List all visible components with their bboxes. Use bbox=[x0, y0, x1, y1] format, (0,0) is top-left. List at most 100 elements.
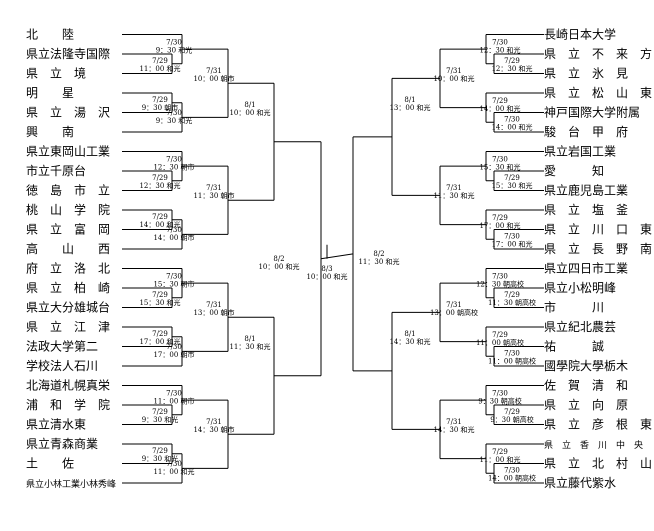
left-r1-time: 11：00 和光 bbox=[139, 64, 180, 73]
right-r1-date: 7/29 bbox=[504, 408, 520, 416]
left-r1-time: 9：30 和光 bbox=[142, 415, 179, 424]
left-r1-time: 9：30 朝市 bbox=[142, 103, 179, 112]
right-team-name: 県 立 塩 釜 bbox=[544, 202, 628, 217]
right-team-name: 県 立 彦 根 東 bbox=[544, 417, 652, 432]
right-r1-time: 11：30 朝高校 bbox=[488, 298, 536, 307]
left-team-name: 県 立 江 津 bbox=[26, 319, 110, 334]
left-team-name: 県 立 富 岡 bbox=[26, 222, 110, 237]
left-team-name: 府 立 洛 北 bbox=[26, 261, 110, 276]
right-r3-time: 14：30 和光 bbox=[389, 337, 430, 346]
left-r2-time: 13：00 朝市 bbox=[193, 308, 234, 317]
right-r1-time: 15：30 和光 bbox=[491, 181, 532, 190]
right-r1-date: 7/29 bbox=[492, 331, 508, 339]
right-team-name: 県 立 不 来 方 bbox=[544, 46, 652, 61]
left-r2-time: 10：00 朝市 bbox=[193, 74, 234, 83]
right-team-name: 県立四日市工業 bbox=[544, 261, 628, 276]
right-team-name: 愛 知 bbox=[544, 164, 604, 178]
left-team-name: 県立法隆寺国際 bbox=[26, 46, 110, 61]
left-r3-date: 8/1 bbox=[244, 335, 255, 343]
left-r1-date: 7/29 bbox=[152, 57, 168, 65]
left-r2-date: 7/31 bbox=[206, 418, 222, 426]
right-team-name: 祐 誠 bbox=[544, 340, 604, 354]
right-r2-date: 7/31 bbox=[446, 301, 462, 309]
right-team-name: 県立岩国工業 bbox=[544, 144, 616, 159]
left-team-name: 高 山 西 bbox=[26, 241, 110, 256]
left-r1-time: 15：30 朝市 bbox=[153, 280, 194, 289]
left-r1-date: 7/29 bbox=[152, 174, 168, 182]
left-team-name: 県立大分雄城台 bbox=[26, 300, 110, 315]
right-r1-time: 14：00 和光 bbox=[479, 104, 520, 113]
right-r2-time: 10：00 和光 bbox=[433, 74, 474, 83]
left-team-name: 市立千原台 bbox=[26, 163, 86, 178]
left-r2-date: 7/31 bbox=[206, 67, 222, 75]
right-r3-time: 13：00 和光 bbox=[389, 103, 430, 112]
right-r1-time: 11：00 和光 bbox=[479, 455, 520, 464]
left-r1-date: 7/30 bbox=[166, 343, 182, 351]
final-time: 10：00 和光 bbox=[306, 272, 347, 281]
right-team-name: 県立藤代紫水 bbox=[544, 475, 616, 490]
right-team-name: 県 立 川 口 東 bbox=[544, 222, 652, 237]
right-team-name: 駿 台 甲 府 bbox=[544, 124, 628, 139]
right-r1-time: 12：30 和光 bbox=[491, 64, 532, 73]
right-r1-date: 7/30 bbox=[504, 233, 520, 241]
right-r1-time: 11：00 朝高校 bbox=[488, 357, 536, 366]
left-team-name: 県 立 境 bbox=[26, 66, 86, 81]
right-r1-date: 7/29 bbox=[504, 291, 520, 299]
left-team-name: 県立清水東 bbox=[26, 417, 86, 432]
left-r2-date: 7/31 bbox=[206, 301, 222, 309]
left-r1-time: 17：00 朝市 bbox=[153, 350, 194, 359]
right-team-name: 県 立 長 野 南 bbox=[544, 241, 652, 256]
right-team-name: 長崎日本大学 bbox=[544, 27, 616, 42]
right-team-name: 佐 賀 清 和 bbox=[544, 379, 628, 393]
left-r2-time: 11：30 朝市 bbox=[193, 191, 234, 200]
left-r1-date: 7/29 bbox=[152, 447, 168, 455]
left-team-name: 北 陸 bbox=[26, 28, 74, 42]
left-team-name: 県立青森商業 bbox=[26, 436, 98, 451]
final-line bbox=[320, 253, 354, 260]
left-team-name: 北海道札幌真栄 bbox=[26, 378, 110, 393]
left-team-name: 浦 和 学 院 bbox=[26, 397, 110, 412]
left-sf-time: 10：00 和光 bbox=[258, 262, 299, 271]
right-r1-time: 15：30 和光 bbox=[479, 163, 520, 172]
left-team-name: 県立小林工業小林秀峰 bbox=[26, 478, 116, 490]
right-r1-time: 12：30 朝高校 bbox=[476, 280, 524, 289]
left-r1-time: 11：00 朝市 bbox=[153, 397, 194, 406]
left-team-name: 法政大学第二 bbox=[26, 339, 98, 354]
right-r1-date: 7/29 bbox=[504, 174, 520, 182]
left-r2-date: 7/31 bbox=[206, 184, 222, 192]
left-team-name: 学校法人石川 bbox=[26, 358, 98, 373]
right-r1-date: 7/30 bbox=[492, 39, 508, 47]
right-r1-time: 12：30 和光 bbox=[479, 46, 520, 55]
left-r1-time: 15：30 和光 bbox=[139, 298, 180, 307]
left-team-name: 明 星 bbox=[26, 86, 74, 100]
right-r2-time: 13：00 朝高校 bbox=[430, 308, 478, 317]
right-r1-date: 7/29 bbox=[492, 448, 508, 456]
right-r1-date: 7/29 bbox=[492, 214, 508, 222]
right-r1-time: 14：00 朝高校 bbox=[488, 474, 536, 483]
right-sf-date: 8/2 bbox=[373, 250, 384, 258]
left-r1-time: 11：00 和光 bbox=[153, 467, 194, 476]
right-r1-date: 7/30 bbox=[504, 350, 520, 358]
left-r1-date: 7/30 bbox=[166, 226, 182, 234]
left-team-name: 土 佐 bbox=[26, 457, 74, 471]
right-team-name: 市 川 bbox=[544, 300, 604, 315]
left-r1-time: 12：30 和光 bbox=[139, 181, 180, 190]
right-r1-date: 7/29 bbox=[504, 57, 520, 65]
right-r3-date: 8/1 bbox=[404, 330, 415, 338]
left-r1-time: 12：30 朝市 bbox=[153, 163, 194, 172]
left-r1-date: 7/29 bbox=[152, 291, 168, 299]
left-r1-date: 7/29 bbox=[152, 408, 168, 416]
right-r1-date: 7/30 bbox=[492, 156, 508, 164]
right-r1-time: 14：00 和光 bbox=[491, 123, 532, 132]
left-team-name: 徳 島 市 立 bbox=[26, 183, 110, 198]
left-team-name: 興 南 bbox=[26, 124, 74, 139]
right-team-name: 県 立 北 村 山 bbox=[544, 456, 652, 471]
left-r3-time: 11：30 和光 bbox=[229, 342, 270, 351]
left-r1-date: 7/29 bbox=[152, 330, 168, 338]
right-team-name: 神戸国際大学附属 bbox=[544, 105, 640, 120]
right-r1-time: 17：00 和光 bbox=[479, 221, 520, 230]
left-sf-date: 8/2 bbox=[273, 255, 284, 263]
left-r1-time: 14：00 朝市 bbox=[153, 233, 194, 242]
final-date: 8/3 bbox=[321, 265, 332, 273]
left-r1-date: 7/30 bbox=[166, 273, 182, 281]
